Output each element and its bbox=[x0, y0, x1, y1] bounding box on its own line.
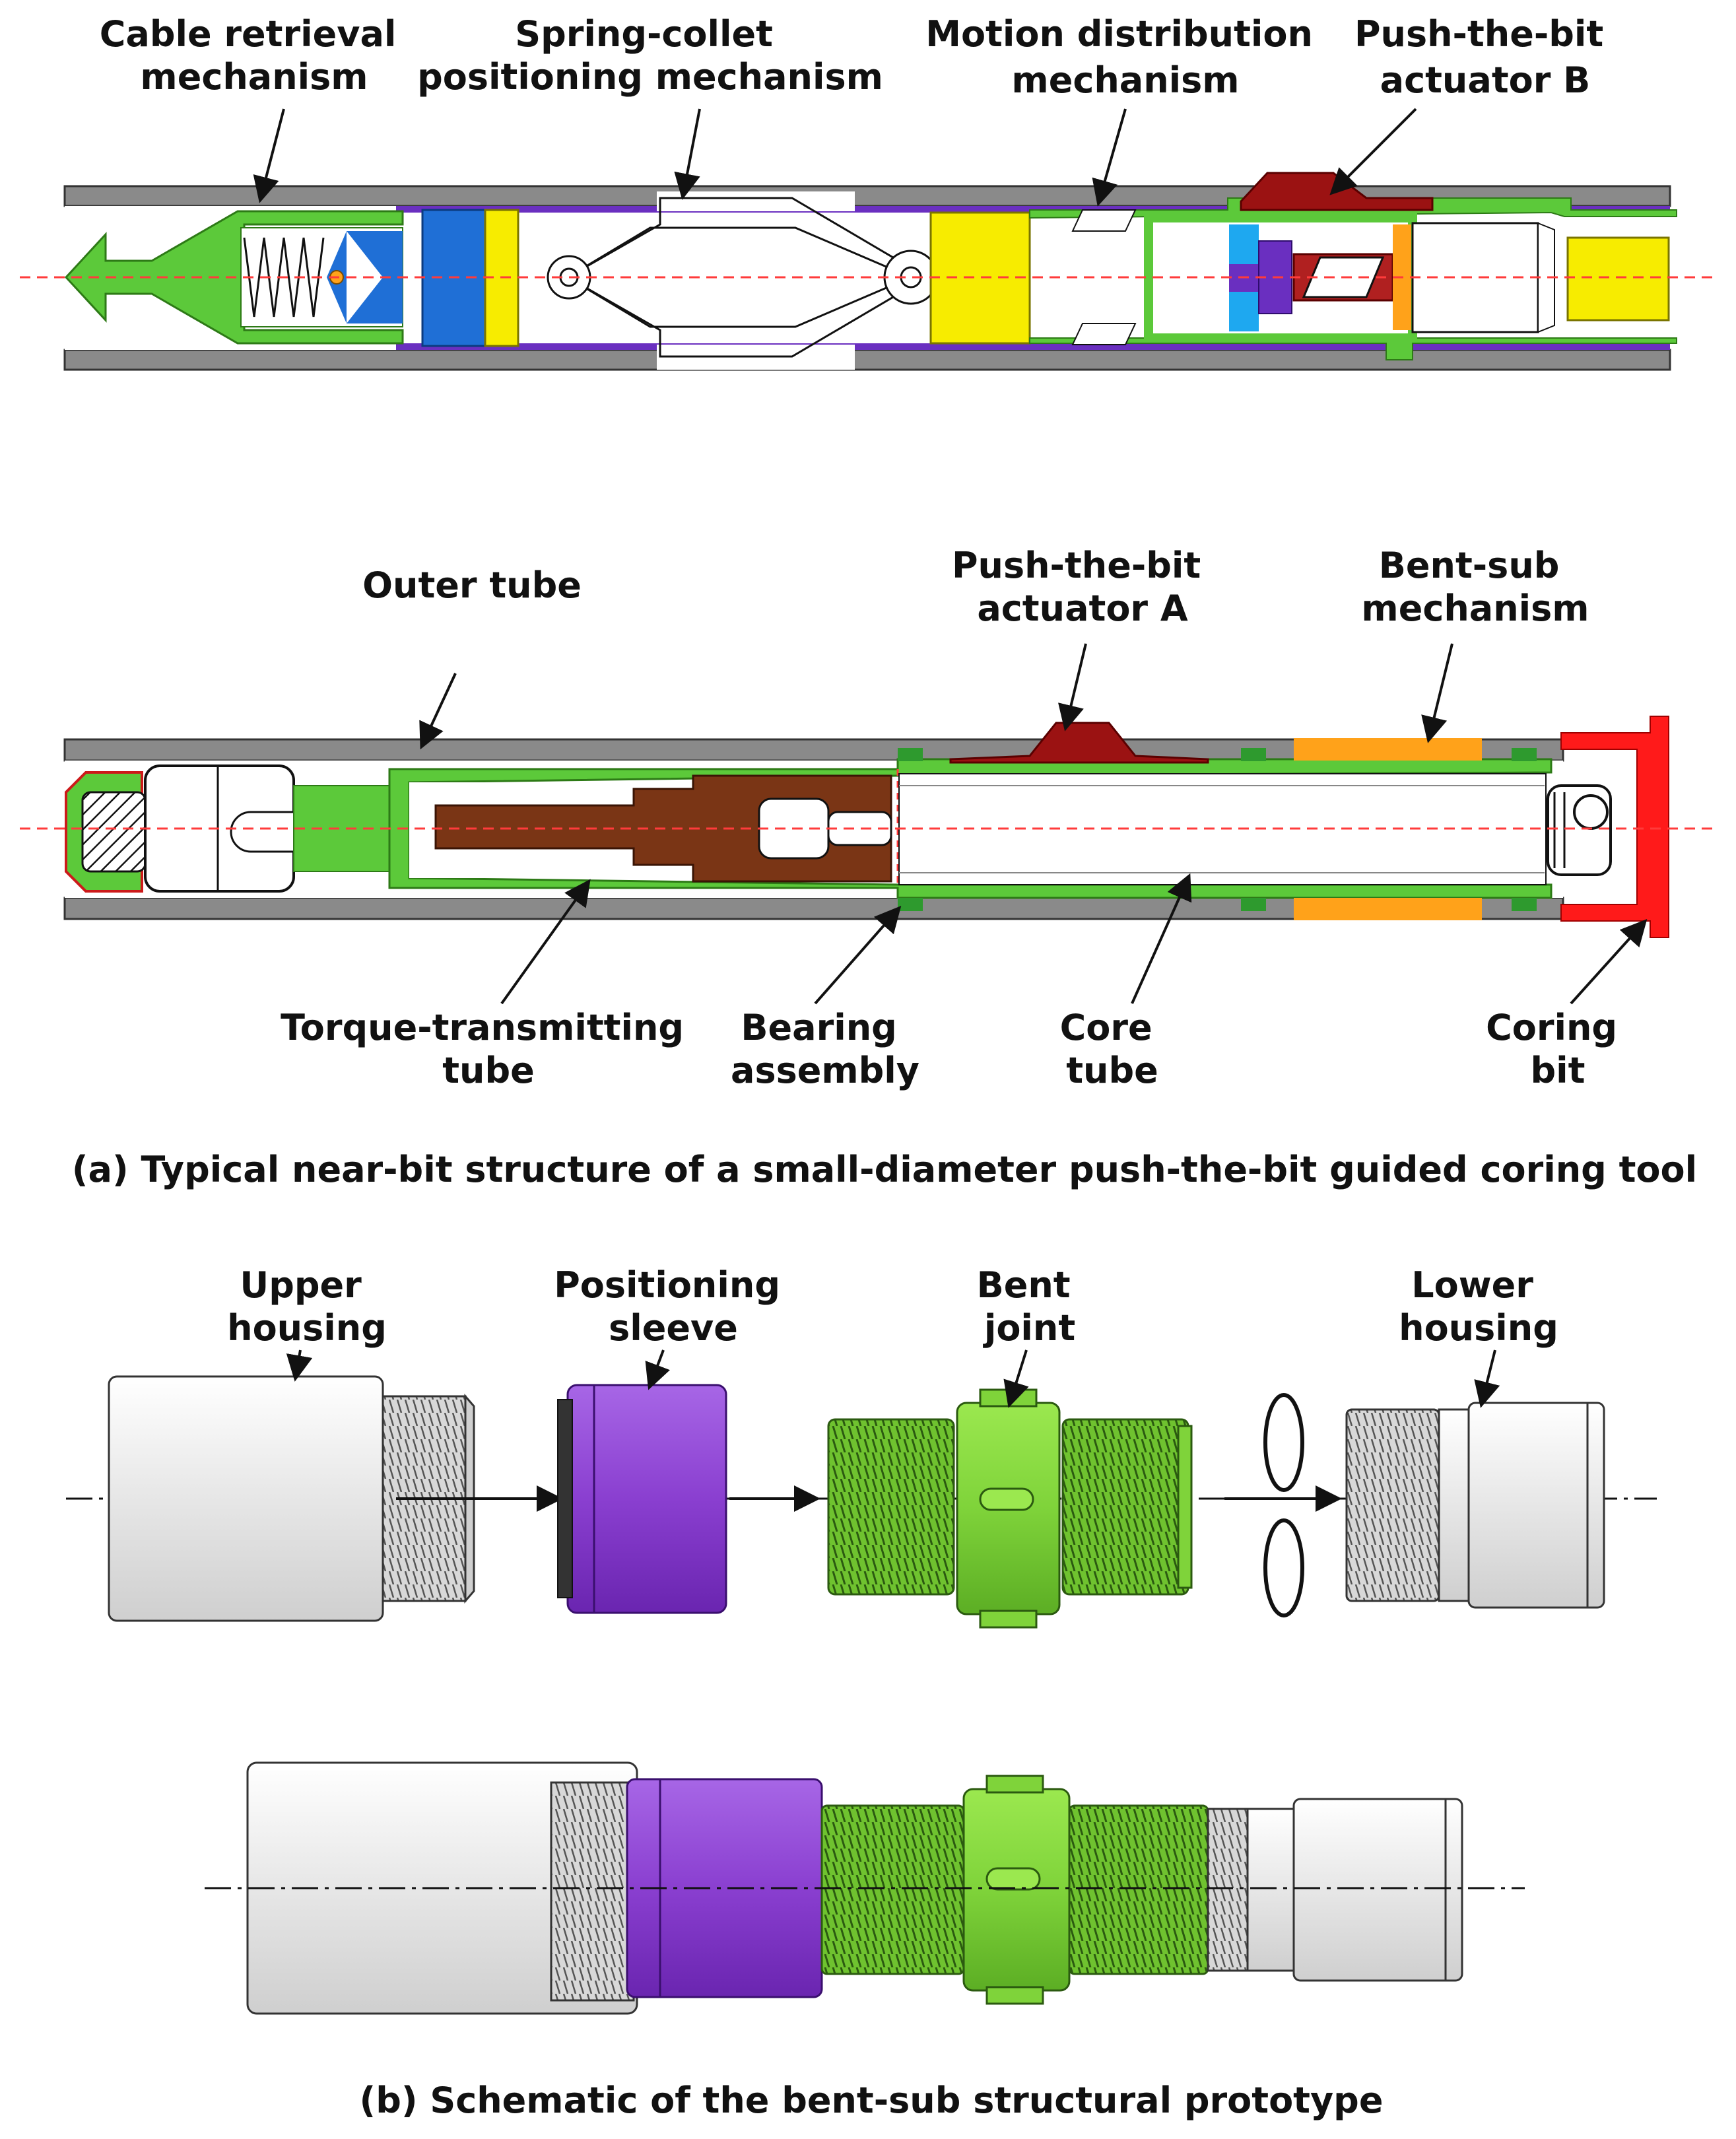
label-outer-tube: Outer tube bbox=[362, 564, 582, 606]
distribution-slot-bottom bbox=[1071, 323, 1137, 345]
arrow-outer-tube bbox=[419, 673, 457, 750]
assembled-upper-thread bbox=[550, 1781, 635, 2002]
upper-labels: Cable retrieval mechanism Spring-collet … bbox=[100, 13, 1616, 207]
lower-labels: Outer tube Push-the-bit actuator A Bent-… bbox=[72, 545, 1697, 1190]
bent-sub-top bbox=[1294, 738, 1482, 761]
label-bent-sub: Bent-sub mechanism bbox=[1361, 545, 1589, 629]
bearing-pad-4 bbox=[1241, 898, 1266, 911]
arrow-torque-tube bbox=[500, 879, 591, 1005]
assembled-lower-thread bbox=[1207, 1808, 1249, 1972]
label-motion-distribution: Motion distribution mechanism bbox=[925, 13, 1325, 101]
light-blue-ring-bottom bbox=[1229, 292, 1259, 331]
light-blue-ring-top bbox=[1229, 224, 1259, 264]
label-coring-bit: Coring bit bbox=[1486, 1007, 1630, 1091]
upper-tool-section bbox=[20, 172, 1716, 371]
arrow-positioning-sleeve bbox=[645, 1349, 671, 1390]
exploded-view bbox=[66, 1375, 1657, 1629]
bearing-pad-6 bbox=[1512, 898, 1537, 911]
assembled-lower-neck bbox=[1246, 1808, 1295, 1972]
bent-joint-slot bbox=[979, 1487, 1034, 1511]
assembled-joint-thread-right bbox=[1068, 1804, 1209, 1975]
arrow-cable-retrieval bbox=[253, 108, 285, 203]
positioning-sleeve-part bbox=[566, 1384, 727, 1614]
bearing-pad-1 bbox=[898, 748, 923, 761]
sleeve-serration bbox=[557, 1399, 573, 1598]
label-actuator-b: Push-the-bit actuator B bbox=[1354, 13, 1616, 101]
actuator-a-pad bbox=[949, 722, 1209, 764]
white-cavity-taper bbox=[1537, 222, 1555, 333]
bearing-pad-2 bbox=[898, 898, 923, 911]
blue-latch bbox=[347, 231, 403, 323]
core-lifter-ball bbox=[1573, 794, 1609, 830]
coring-bit bbox=[1560, 716, 1669, 938]
label-positioning-sleeve: Positioning sleeve bbox=[554, 1264, 793, 1349]
arrow-spring-collet bbox=[674, 108, 701, 200]
arrow-bent-joint bbox=[1003, 1349, 1029, 1408]
label-core-tube: Core tube bbox=[1060, 1007, 1165, 1091]
arrow-core-tube bbox=[1131, 873, 1192, 1004]
lower-housing-thread bbox=[1345, 1408, 1440, 1602]
yellow-block-2 bbox=[929, 211, 1031, 345]
arrow-bearing bbox=[814, 905, 902, 1005]
bent-sub-bottom bbox=[1294, 898, 1482, 920]
lower-tool-section bbox=[20, 716, 1716, 938]
label-actuator-a: Push-the-bit actuator A bbox=[952, 545, 1213, 629]
bent-joint-lug-top bbox=[979, 1388, 1038, 1408]
label-spring-collet: Spring-collet positioning mechanism bbox=[417, 13, 883, 98]
assembled-view bbox=[205, 1761, 1525, 2015]
assembled-joint-lug-top bbox=[985, 1775, 1044, 1794]
exploded-labels: Upper housing Positioning sleeve Bent jo… bbox=[227, 1264, 1558, 1408]
collet-gap-top bbox=[657, 191, 855, 211]
o-ring-bottom bbox=[1263, 1518, 1304, 1617]
connector-slot bbox=[230, 811, 294, 853]
lower-housing-neck bbox=[1438, 1408, 1470, 1602]
bent-joint-thread-right bbox=[1061, 1418, 1189, 1596]
label-torque-tube: Torque-transmitting tube bbox=[281, 1007, 696, 1091]
arrow-bent-sub bbox=[1421, 643, 1453, 743]
arrow-upper-housing bbox=[286, 1349, 313, 1382]
arrow-coring-bit bbox=[1570, 919, 1648, 1005]
label-upper-housing: Upper housing bbox=[227, 1264, 387, 1349]
upper-housing-part bbox=[108, 1375, 384, 1622]
hatched-plug bbox=[81, 791, 147, 873]
core-lifter-coil bbox=[1553, 792, 1566, 868]
bearing-pad-5 bbox=[1512, 748, 1537, 761]
label-bent-joint: Bent joint bbox=[977, 1264, 1083, 1349]
upper-inner-rail-bottom bbox=[396, 343, 1670, 350]
compression-spring bbox=[243, 237, 325, 318]
collet-link-upper bbox=[567, 226, 912, 279]
label-cable-retrieval: Cable retrieval mechanism bbox=[100, 13, 409, 98]
arrow-actuator-b bbox=[1329, 108, 1417, 195]
arrow-motion-distribution bbox=[1092, 108, 1127, 207]
upper-outer-tube-bottom-wall bbox=[63, 349, 1671, 371]
bent-joint-thread-left bbox=[827, 1418, 955, 1596]
lower-housing-part bbox=[1467, 1402, 1605, 1609]
distribution-slot-top bbox=[1071, 209, 1137, 232]
assembled-joint-slot bbox=[985, 1867, 1041, 1891]
arrow-actuator-a bbox=[1058, 643, 1087, 731]
assembled-joint-thread-left bbox=[820, 1804, 965, 1975]
bearing-pad-3 bbox=[1241, 748, 1266, 761]
o-ring-top bbox=[1263, 1393, 1304, 1492]
yellow-block-3 bbox=[1566, 236, 1670, 322]
caption-b: (b) Schematic of the bent-sub structural… bbox=[360, 2080, 1384, 2121]
bent-joint-end-ring bbox=[1177, 1425, 1193, 1589]
label-lower-housing: Lower housing bbox=[1399, 1264, 1558, 1349]
label-bearing: Bearing assembly bbox=[731, 1007, 919, 1091]
assembled-joint-lug-bottom bbox=[985, 1986, 1044, 2005]
bent-joint-lug-bottom bbox=[979, 1610, 1038, 1629]
assembled-lower-housing bbox=[1292, 1798, 1463, 1982]
caption-a: (a) Typical near-bit structure of a smal… bbox=[72, 1149, 1697, 1190]
collet-link-lower bbox=[567, 276, 912, 328]
arrow-lower-housing bbox=[1474, 1349, 1500, 1408]
